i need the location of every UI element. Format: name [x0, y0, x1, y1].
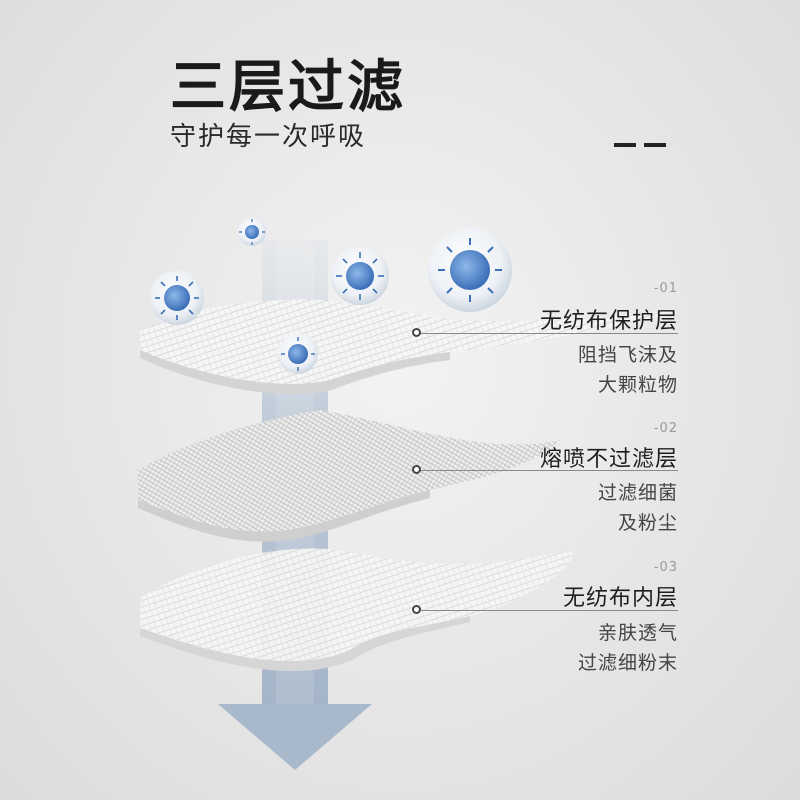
layer-3-description: 亲肤透气 过滤细粉末: [578, 618, 678, 678]
layer-1-marker: [412, 328, 421, 337]
layer-2-number: -02: [653, 421, 678, 436]
virus-icon: [150, 271, 204, 325]
down-arrow-icon: [218, 704, 372, 770]
virus-icon: [278, 334, 318, 374]
layer-1-description: 阻挡飞沫及 大颗粒物: [578, 340, 678, 400]
page-subtitle: 守护每一次呼吸: [170, 122, 367, 152]
virus-icon: [428, 228, 512, 312]
layer-2-name: 熔喷不过滤层: [539, 447, 678, 472]
decorative-dash-mark: [614, 143, 666, 147]
layer-2-description: 过滤细菌 及粉尘: [598, 478, 678, 538]
layer-1-desc-line2: 大颗粒物: [597, 374, 678, 396]
layer-1-name: 无纺布保护层: [539, 309, 678, 334]
virus-icon: [238, 218, 266, 246]
page-title: 三层过滤: [170, 55, 406, 120]
layer-3-name: 无纺布内层: [562, 586, 678, 611]
layer-3-desc-line1: 亲肤透气: [597, 622, 678, 644]
layer-3-marker: [412, 605, 421, 614]
layer-3-desc-line2: 过滤细粉末: [577, 652, 678, 674]
layer-1-number: -01: [653, 281, 678, 296]
layer-2-marker: [412, 465, 421, 474]
layer-3-leader-line: [420, 610, 678, 611]
virus-icon: [331, 247, 389, 305]
layer-1-leader-line: [420, 333, 678, 334]
layer-2-leader-line: [420, 470, 678, 471]
filter-layer-1: [140, 299, 680, 395]
filter-layer-3: [140, 548, 573, 672]
layer-3-number: -03: [653, 560, 678, 575]
layer-2-desc-line2: 及粉尘: [617, 512, 678, 534]
layer-1-desc-line1: 阻挡飞沫及: [577, 344, 678, 366]
filter-layer-2: [138, 410, 560, 542]
layer-2-desc-line1: 过滤细菌: [597, 482, 678, 504]
